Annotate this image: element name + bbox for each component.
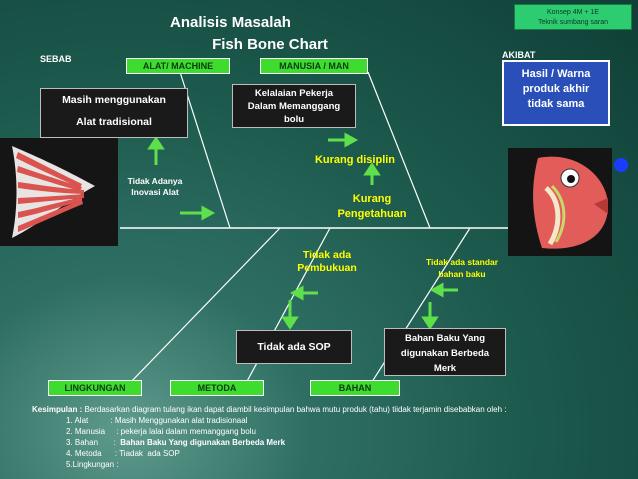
badge-line1: Konsep 4M + 1E (547, 9, 599, 16)
cause-pengetahuan: Kurang Pengetahuan (326, 192, 418, 222)
result-line1: Hasil / Warna (521, 68, 591, 80)
title-line2: Fish Bone Chart (212, 36, 328, 53)
alat-box-line2: Alat tradisional (76, 116, 152, 128)
manusia-box-line1: Kelalaian Pekerja (254, 88, 334, 99)
standar-line1: Tidak ada standar (425, 257, 499, 267)
sebab-label: SEBAB (40, 54, 72, 64)
alat-cause-box: Masih menggunakan Alat tradisional (40, 88, 188, 138)
bahan-box-line3: Merk (433, 363, 457, 374)
cause-inovasi: Tidak Adanya Inovasi Alat (112, 176, 198, 198)
result-box: Hasil / Warna produk akhir tidak sama (502, 60, 610, 126)
category-metoda: METODA (170, 380, 264, 396)
pembukuan-line2: Pembukuan (297, 262, 357, 274)
category-alat: ALAT/ MACHINE (126, 58, 230, 74)
cause-pembukuan: Tidak ada Pembukuan (280, 249, 374, 275)
conclusion-item-3: 3. Bahan : Bahan Baku Yang digunakan Ber… (32, 437, 632, 448)
page-title: Analisis Masalah Fish Bone Chart (170, 12, 370, 56)
manusia-cause-box: Kelalaian Pekerja Dalam Memanggang bolu (232, 84, 356, 128)
bahan-cause-box: Bahan Baku Yang digunakan Berbeda Merk (384, 328, 506, 376)
category-manusia: MANUSIA / MAN (260, 58, 368, 74)
conclusion-item-1: 1. Alat : Masih Menggunakan alat tradisi… (66, 416, 248, 425)
manusia-box-line3: bolu (283, 114, 305, 125)
inovasi-line2: Inovasi Alat (131, 187, 179, 197)
fish-head-image (508, 148, 612, 256)
concept-badge: Konsep 4M + 1E Teknik sumbang saran (514, 4, 632, 30)
pengetahuan-line1: Kurang (352, 193, 392, 205)
conclusion-lead: Kesimpulan : Berdasarkan diagram tulang … (32, 404, 632, 415)
result-line2: produk akhir (522, 83, 590, 95)
inovasi-line1: Tidak Adanya (127, 176, 183, 186)
cause-standar: Tidak ada standar bahan baku (412, 256, 512, 280)
metoda-cause-box: Tidak ada SOP (236, 330, 352, 364)
pengetahuan-line2: Pengetahuan (337, 208, 407, 220)
badge-line2: Teknik sumbang saran (537, 19, 609, 26)
conclusion-item-4: 4. Metoda : Tiadak ada SOP (66, 449, 180, 458)
conclusion-item-2: 2. Manusia : pekerja lalai dalam memangg… (66, 427, 256, 436)
akibat-label: AKIBAT (502, 50, 536, 60)
blue-dot (614, 158, 628, 172)
category-lingkungan: LINGKUNGAN (48, 380, 142, 396)
fish-tail-icon (0, 138, 118, 246)
bone-alat (179, 71, 231, 229)
conclusion-lead-label: Kesimpulan : (32, 405, 83, 414)
conclusion: Kesimpulan : Berdasarkan diagram tulang … (32, 404, 632, 470)
bone-manusia (367, 71, 431, 229)
conclusion-item-3-prefix: 3. Bahan : (66, 438, 121, 447)
conclusion-item-5: 5.Lingkungan : (66, 460, 119, 469)
result-line3: tidak sama (527, 98, 585, 110)
manusia-box-line2: Dalam Memanggang (247, 101, 341, 112)
cause-disiplin: Kurang disiplin (314, 154, 396, 166)
fish-tail-image (0, 138, 118, 246)
bahan-box-line2: digunakan Berbeda (400, 348, 490, 359)
pembukuan-line1: Tidak ada (302, 249, 352, 261)
conclusion-item-3-bold: Bahan Baku Yang digunakan Berbeda Merk (120, 438, 286, 447)
bahan-box-line1: Bahan Baku Yang (404, 333, 486, 344)
conclusion-lead-text: Berdasarkan diagram tulang ikan dapat di… (82, 405, 507, 414)
standar-line2: bahan baku (438, 269, 486, 279)
alat-box-line1: Masih menggunakan (62, 94, 166, 106)
category-bahan: BAHAN (310, 380, 400, 396)
title-line1: Analisis Masalah (170, 14, 291, 31)
bone-lingkungan (127, 227, 281, 386)
fish-head-icon (508, 148, 612, 256)
